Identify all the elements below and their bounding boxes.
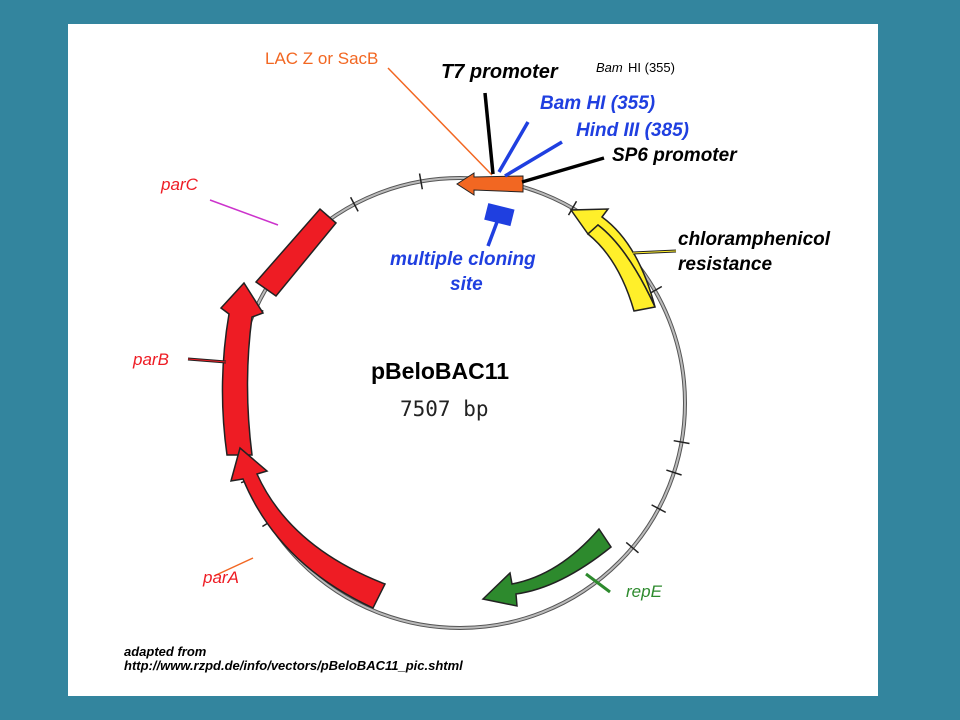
mcs-label-line1: multiple cloning xyxy=(390,249,536,270)
sp6-promoter-line xyxy=(521,156,605,184)
backbone-tick xyxy=(673,439,690,445)
t7-promoter-label: T7 promoter xyxy=(441,61,558,83)
bamhi-top-prefix-label: Bam xyxy=(596,60,623,75)
footer-adapted: adapted from xyxy=(124,644,207,659)
parC-label: parC xyxy=(161,175,198,194)
hindiii-label: Hind III (385) xyxy=(576,120,689,141)
footer-url: http://www.rzpd.de/info/vectors/pBeloBAC… xyxy=(124,658,463,673)
parC-gene xyxy=(254,207,338,298)
bamhi-line xyxy=(497,121,530,173)
repE-label: repE xyxy=(626,582,662,601)
repE-leader xyxy=(585,572,611,594)
parA-label: parA xyxy=(203,568,239,587)
backbone-tick xyxy=(349,196,359,212)
plasmid-size: 7507 bp xyxy=(400,397,489,421)
hindiii-line xyxy=(504,140,563,178)
t7-promoter-line xyxy=(483,92,495,175)
lacz-leader xyxy=(387,67,493,176)
plasmid-name: pBeloBAC11 xyxy=(371,358,510,384)
repE-gene xyxy=(481,527,613,607)
backbone-tick xyxy=(666,469,682,476)
backbone-tick xyxy=(651,504,667,514)
parA-leader xyxy=(213,557,254,577)
chloramphenicol-label-line1: chloramphenicol xyxy=(678,229,831,250)
sp6-promoter-label: SP6 promoter xyxy=(612,145,737,166)
lacz-gene xyxy=(456,172,524,196)
bamhi-label: Bam HI (355) xyxy=(540,93,656,114)
backbone-tick xyxy=(418,173,424,190)
backbone-tick xyxy=(567,200,578,216)
mcs-label-line2: site xyxy=(450,274,483,295)
plasmid-map xyxy=(187,67,690,630)
mcs-box xyxy=(484,203,515,227)
parB-gene xyxy=(219,281,265,456)
parB-label: parB xyxy=(133,350,169,369)
mcs-leader xyxy=(486,221,499,247)
chloramphenicol-label-line2: resistance xyxy=(678,254,773,275)
parC-leader xyxy=(209,199,279,226)
lacz-label: LAC Z or SacB xyxy=(265,49,379,68)
bamhi-top-label: HI (355) xyxy=(628,60,675,75)
parA-gene xyxy=(229,446,387,609)
figure-panel: LAC Z or SacB T7 promoter Bam HI (355) B… xyxy=(68,24,878,696)
backbone-tick xyxy=(625,541,639,554)
